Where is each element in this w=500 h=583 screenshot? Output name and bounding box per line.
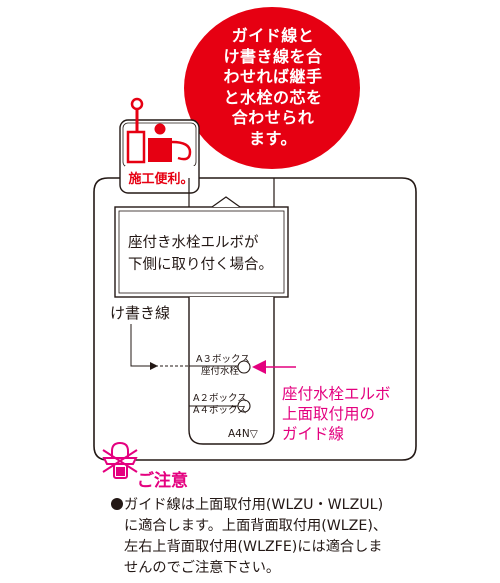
caution-note: ガイド線は上面取付用(WLZU・WLZUL) に適合します。上面背面取付用(WL…	[111, 495, 491, 579]
a2-box-label: A２ボックス	[193, 393, 247, 404]
caution-title: ご注意	[137, 471, 188, 491]
guide-line-label: 座付水栓エルボ 上面取付用の ガイド線	[282, 385, 391, 443]
model-label: A4N▽	[228, 428, 258, 440]
a3-box-marker	[237, 360, 251, 374]
scribe-line-label: け書き線	[110, 304, 171, 322]
speech-bubble-text: ガイド線と け書き線を合 わせれば継手 と水栓の芯を 合わせられ ます。	[223, 26, 323, 148]
a4-box-label: A４ボックス	[193, 405, 247, 416]
faucet-seat-label: 座付水栓	[201, 366, 240, 377]
badge-label: 施工便利。	[128, 172, 194, 187]
guide-line-arrow	[252, 360, 296, 374]
caution-icon	[102, 441, 138, 479]
fitting-body	[188, 297, 275, 445]
bullet-icon	[111, 498, 123, 510]
construction-badge-icon	[119, 97, 200, 194]
arrow-up-marker	[211, 196, 241, 208]
outer-frame	[93, 177, 417, 461]
scribe-leader-line	[130, 324, 150, 367]
elbow-box	[114, 206, 289, 298]
elbow-description: 座付き水栓エルボが 下側に取り付く場合。	[128, 235, 273, 273]
a3-box-label: A３ボックス	[196, 354, 250, 365]
